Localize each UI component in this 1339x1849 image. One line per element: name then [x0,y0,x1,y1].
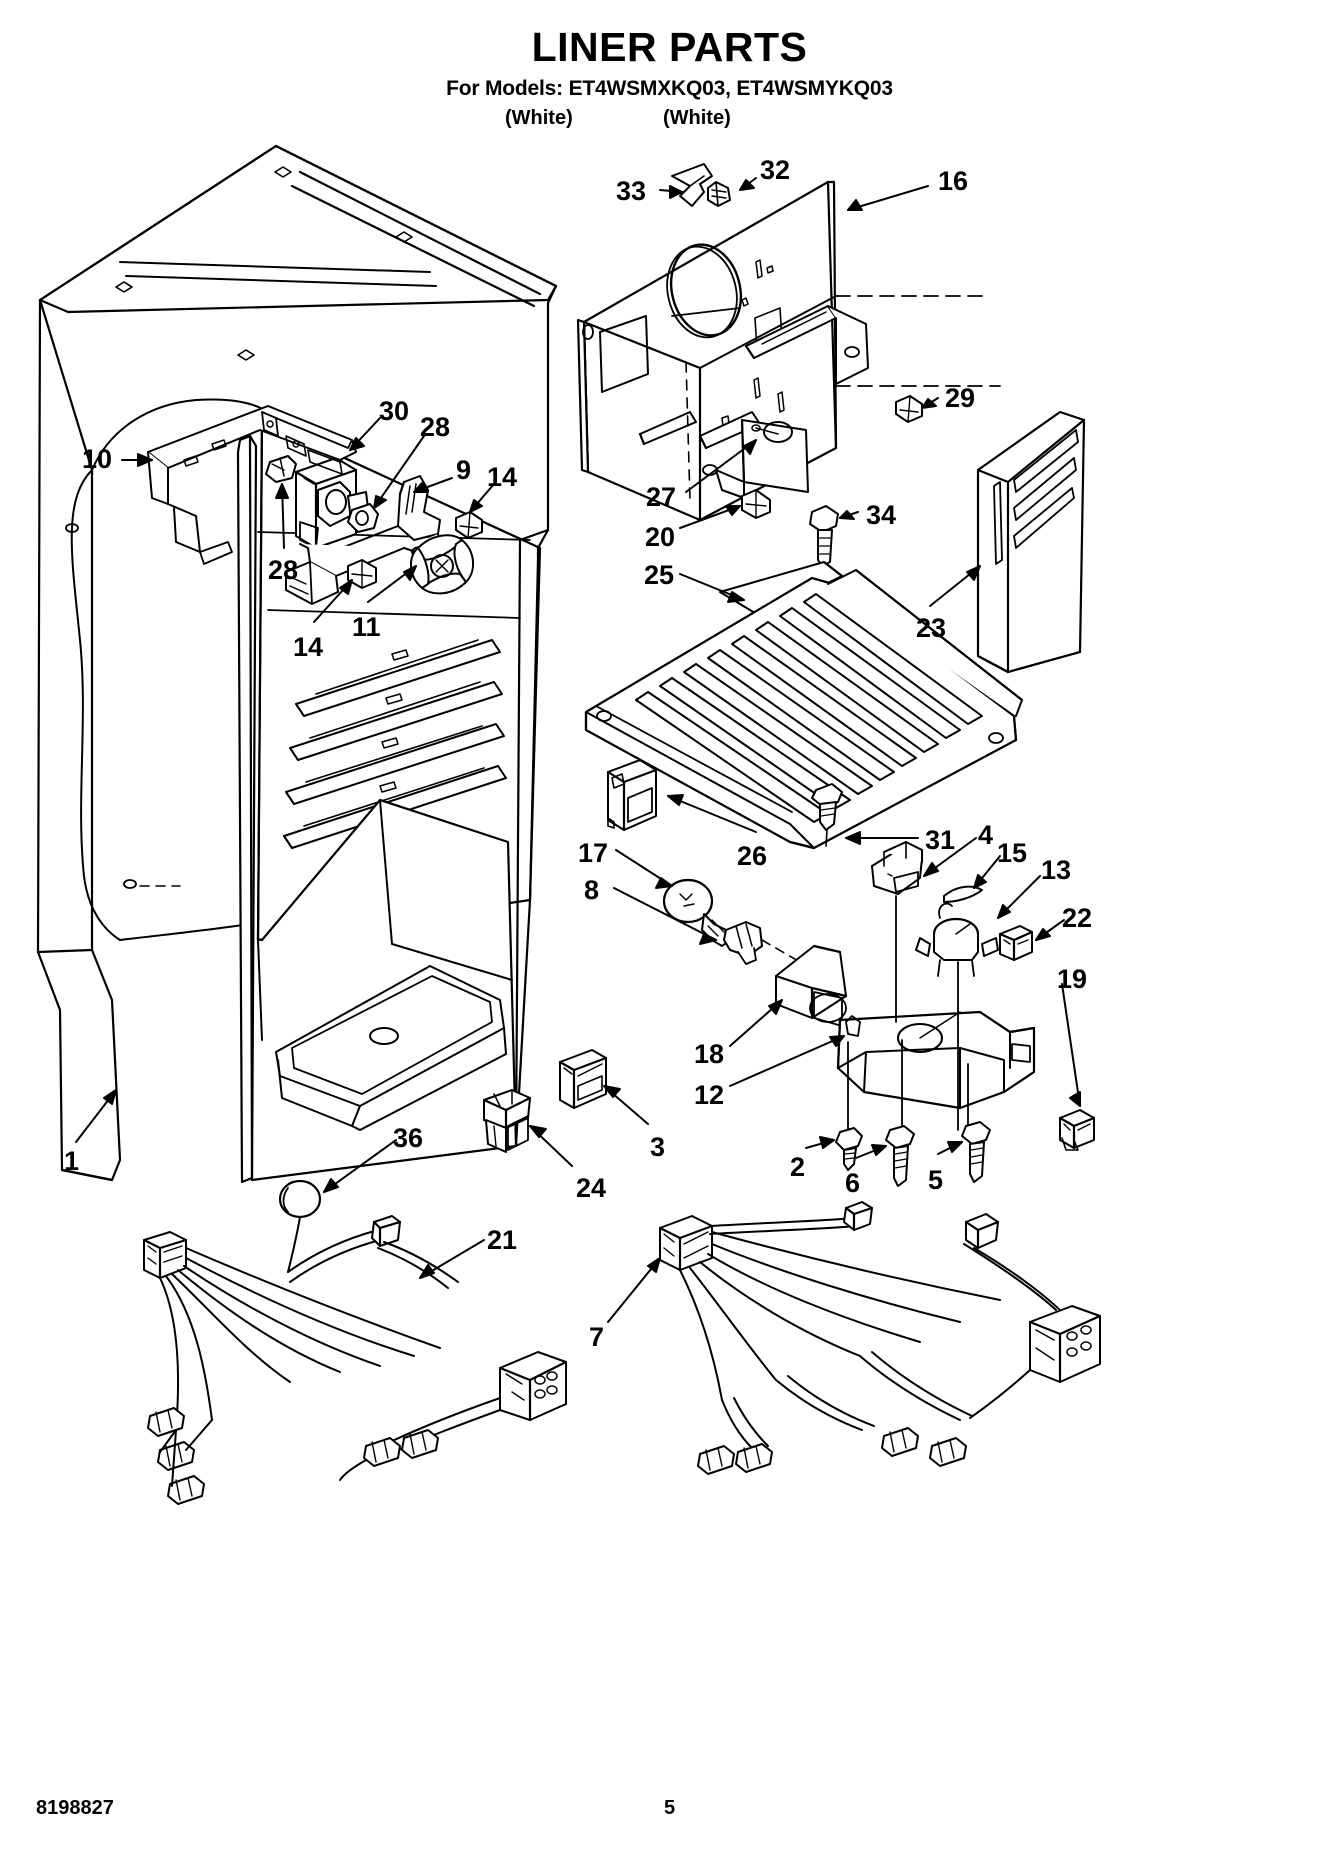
footer-part-number: 8198827 [36,1797,114,1819]
callout-2: 2 [790,1152,806,1182]
finish-model-2: (White) [663,107,731,130]
callout-15: 15 [997,838,1028,868]
callout-6: 6 [845,1168,861,1198]
callout-24: 24 [576,1173,607,1203]
connector-3 [558,1049,608,1110]
callout-13: 13 [1041,855,1072,885]
callout-1: 1 [64,1146,80,1176]
fastener-2 [835,1127,863,1171]
connector-22 [998,925,1034,962]
connector-24 [482,1089,532,1153]
callout-4: 4 [978,820,994,850]
screw-29 [895,395,923,423]
callout-28-upper: 28 [420,412,451,442]
evaporator-cover [976,410,1086,674]
control-housing-18 [774,944,848,1027]
fan-blade-11 [410,534,474,595]
callout-9: 9 [456,455,472,485]
callout-16: 16 [938,166,969,196]
wire-harness-right [658,1201,1102,1475]
callout-14-lower: 14 [293,632,324,662]
duct-clip-and-screw [671,163,731,207]
callout-32: 32 [760,155,791,185]
clip-4 [871,841,923,1023]
callout-10: 10 [82,444,113,474]
fastener-6 [885,1125,915,1187]
push-pin-31 [811,783,843,847]
callout-20: 20 [645,522,676,552]
screw-20 [741,489,771,519]
callout-8: 8 [584,875,600,905]
thermostat-13 [915,902,999,1131]
control-tray-12 [836,1010,1036,1133]
shelf-support-rail-10 [147,405,357,565]
footer-page-number: 5 [663,1797,676,1819]
callout-11: 11 [352,612,381,642]
callout-28-lower: 28 [268,555,299,585]
freezer-floor-grille [584,568,1024,850]
callout-36: 36 [393,1123,424,1153]
rear-air-duct-panel [576,180,1001,522]
connector-19 [1058,1109,1096,1151]
callout-33: 33 [616,176,647,206]
callout-18: 18 [694,1039,725,1069]
leader-lines [75,177,1081,1323]
finish-model-1: (White) [505,107,573,130]
wire-harness-left [142,1215,568,1505]
callout-27: 27 [646,482,677,512]
callout-7: 7 [589,1322,605,1352]
callout-26: 26 [737,841,768,871]
callout-5: 5 [928,1165,944,1195]
callout-31: 31 [925,825,956,855]
callout-34: 34 [866,500,897,530]
callout-21: 21 [487,1225,518,1255]
callout-22: 22 [1062,903,1093,933]
callout-12: 12 [694,1080,725,1110]
page-header: LINER PARTS For Models: ET4WSMXKQ03, ET4… [0,0,1339,137]
light-socket-8 [723,921,801,965]
models-label: For Models: ET4WSMXKQ03, ET4WSMYKQ03 [446,77,893,101]
strap-15 [943,885,983,903]
callout-3: 3 [650,1132,666,1162]
callout-19: 19 [1057,964,1088,994]
callout-30: 30 [379,396,410,426]
page-title: LINER PARTS [531,24,808,70]
fastener-5 [961,1121,991,1183]
callout-17: 17 [578,838,609,868]
cabinet-liner-assembly [36,144,558,1184]
connector-block-26 [606,759,658,832]
light-bulb-17 [662,878,731,947]
page-footer: 8198827 5 [0,1797,1339,1827]
callout-14-upper: 14 [487,462,518,492]
grommet-36 [278,1179,322,1273]
finish-row: (White) (White) [0,107,1339,137]
callout-23: 23 [916,613,947,643]
callout-25: 25 [644,560,675,590]
callout-29: 29 [945,383,976,413]
